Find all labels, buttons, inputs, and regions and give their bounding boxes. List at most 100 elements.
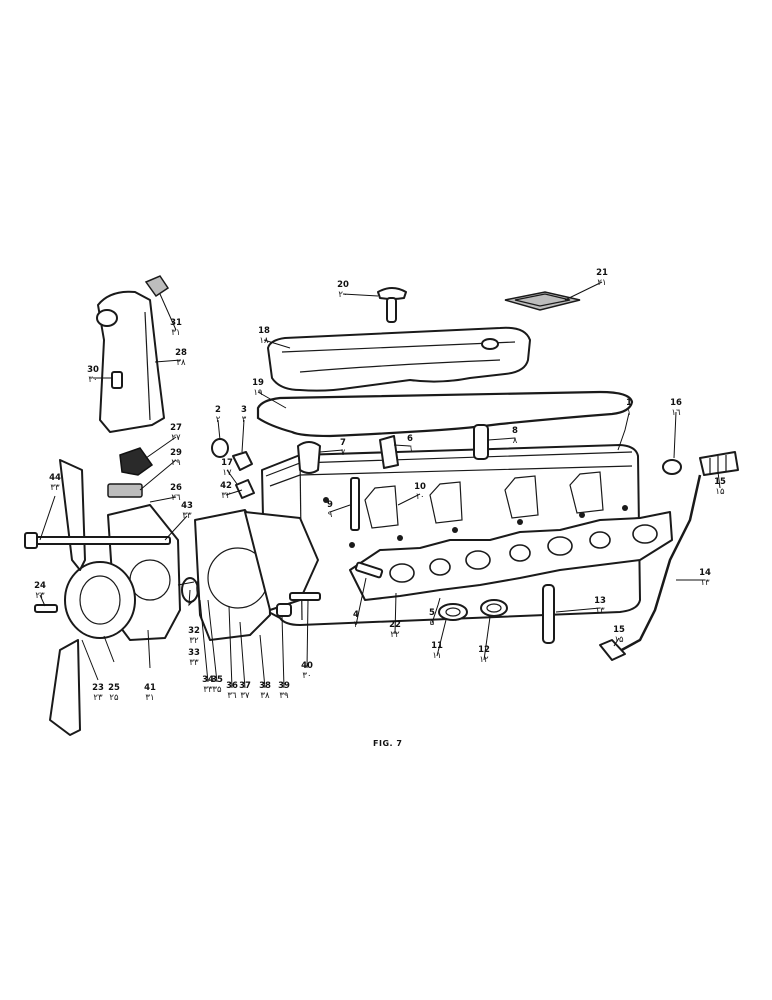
- nut-31: [144, 275, 170, 298]
- callout-arabic-number: ٨: [513, 436, 518, 446]
- callout-arabic-number: ٣٢: [221, 491, 231, 501]
- plug-3: [232, 451, 253, 471]
- callout-arabic-number: ٧: [341, 448, 346, 458]
- pump-bolt-40: [289, 592, 321, 601]
- callout-4: 4٣: [353, 610, 359, 630]
- callout-number: 29: [170, 448, 182, 458]
- seal-12: [480, 599, 508, 617]
- callout-5: 5۵: [429, 608, 435, 628]
- pump-body-plate: [194, 509, 319, 641]
- callout-number: 10: [414, 482, 426, 492]
- stud-13: [542, 584, 555, 644]
- callout-number: 37: [239, 681, 251, 691]
- callout-arabic-number: ٢٨: [176, 358, 186, 368]
- callout-number: 17: [221, 458, 233, 468]
- callout-number: 39: [278, 681, 290, 691]
- callout-arabic-number: ٢٣: [35, 591, 45, 601]
- callout-arabic-number: ٣٣: [50, 483, 60, 493]
- callout-number: 23: [92, 683, 104, 693]
- plug-8: [473, 424, 489, 460]
- callout-arabic-number: ٣٨: [260, 691, 270, 701]
- callout-number: 33: [188, 648, 200, 658]
- callout-number: 6: [407, 434, 413, 444]
- callout-9: 9٩: [327, 500, 333, 520]
- callout-arabic-number: ٢٧: [171, 433, 181, 443]
- callout-arabic-number: ١٦: [671, 408, 681, 418]
- callout-8: 8٨: [512, 426, 518, 446]
- callout-number: 30: [87, 365, 99, 375]
- callout-number: 11: [431, 641, 443, 651]
- callout-number: 19: [252, 378, 264, 388]
- callout-arabic-number: ٢٠: [338, 290, 347, 300]
- callout-number: 20: [337, 280, 349, 290]
- callout-number: 44: [49, 473, 61, 483]
- callout-number: 28: [175, 348, 187, 358]
- stud-short: [354, 561, 384, 579]
- callout-arabic-number: ٣٩: [279, 691, 289, 701]
- callout-labels: 1١2٢3٣4٣5۵6٦7٧8٨9٩10١٠11١١12١٢13١٣14١٣15…: [34, 268, 726, 703]
- callout-3: 3٣: [241, 405, 247, 425]
- callout-number: 35: [211, 675, 223, 685]
- callout-number: 24: [34, 581, 46, 591]
- callout-number: 15: [714, 477, 726, 487]
- water-outlet-elbow: [96, 290, 165, 433]
- manifold-gasket: [349, 511, 673, 601]
- spindle-bolt: [24, 532, 171, 549]
- callout-number: 18: [258, 326, 270, 336]
- callout-arabic-number: ٣٣: [189, 658, 199, 668]
- callout-arabic-number: ٣٠: [302, 671, 311, 681]
- callout-arabic-number: ١٧: [222, 468, 232, 478]
- thermostat-gasket: [107, 483, 143, 498]
- callout-arabic-number: ١: [627, 408, 632, 418]
- callout-1: 1١: [626, 398, 632, 418]
- callout-number: 5: [429, 608, 435, 618]
- callout-number: 12: [478, 645, 490, 655]
- callout-arabic-number: ٢۵: [109, 693, 119, 703]
- callout-number: 31: [170, 318, 182, 328]
- callout-arabic-number: ١٣: [700, 578, 710, 588]
- union-15: [699, 451, 739, 476]
- callout-arabic-number: ٢٩: [171, 458, 181, 468]
- callout-number: 26: [170, 483, 182, 493]
- callout-number: 38: [259, 681, 271, 691]
- rocker-cover: [267, 326, 531, 392]
- pump-washer-39: [276, 603, 292, 617]
- callout-arabic-number: ٢: [216, 415, 221, 425]
- callout-arabic-number: ١۵: [614, 635, 624, 645]
- callout-number: 25: [108, 683, 120, 693]
- callout-number: 32: [188, 626, 200, 636]
- callout-arabic-number: ١٨: [259, 336, 269, 346]
- callout-7: 7٧: [340, 438, 346, 458]
- callout-number: 9: [327, 500, 333, 510]
- leader-lines: [39, 281, 721, 689]
- callout-number: 42: [220, 481, 232, 491]
- oil-pipe: [599, 474, 702, 661]
- callout-number: 14: [699, 568, 711, 578]
- plug-7: [297, 441, 321, 474]
- callout-arabic-number: ١٩: [253, 388, 263, 398]
